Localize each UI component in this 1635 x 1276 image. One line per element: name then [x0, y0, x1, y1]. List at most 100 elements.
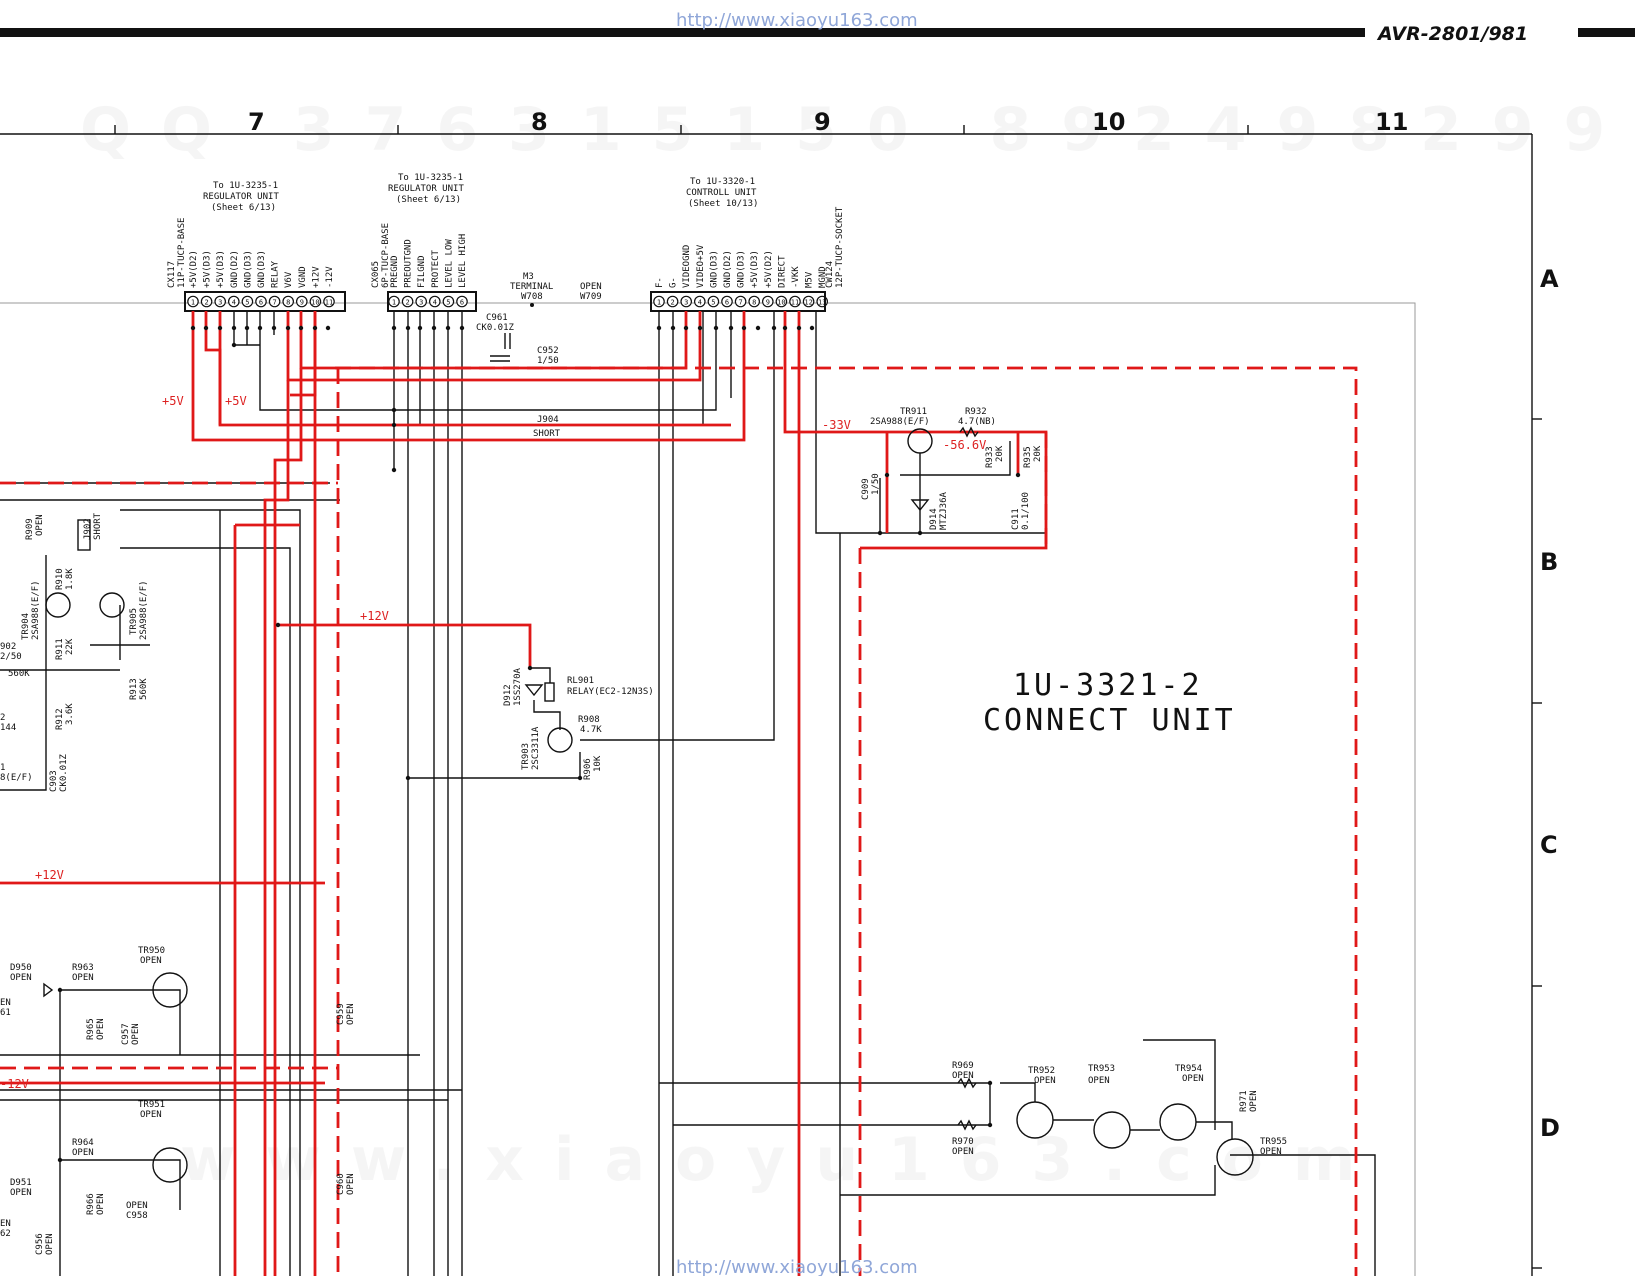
svg-text:3.6K: 3.6K — [65, 703, 75, 725]
svg-text:2SA988(E/F): 2SA988(E/F) — [139, 580, 149, 640]
connector-cw124[interactable]: To 1U-3320-1 CONTROLL UNIT (Sheet 10/13)… — [650, 177, 845, 312]
cw124-pin-12 — [802, 295, 815, 308]
cx117-type: 11P-TUCP-BASE — [177, 218, 187, 288]
svg-text:TR955: TR955 — [1260, 1137, 1287, 1147]
cw124-pin-6 — [721, 295, 733, 308]
svg-text:RELAY(EC2-12N3S): RELAY(EC2-12N3S) — [567, 687, 654, 697]
junction-dot — [884, 472, 890, 478]
svg-text:C957: C957 — [121, 1023, 131, 1045]
junction-dot — [190, 325, 196, 331]
svg-text:TR953: TR953 — [1088, 1064, 1115, 1074]
svg-text:OPEN: OPEN — [72, 973, 94, 983]
board-title: 1U-3321-2 CONNECT UNIT — [983, 668, 1233, 738]
left-protect-block: R909 OPEN J902 SHORT TR904 2SA988(E/F) R… — [0, 512, 149, 792]
cx117-pin-number: 7 — [272, 299, 276, 307]
svg-text:R909: R909 — [25, 518, 35, 540]
cw124-pin-7 — [734, 295, 747, 308]
voltage-neg33v: -33V — [822, 418, 851, 432]
svg-text:62: 62 — [0, 1229, 11, 1239]
svg-text:1: 1 — [0, 763, 5, 773]
junction-dot — [713, 325, 719, 331]
junction-dot — [405, 325, 411, 331]
cw124-pin-label: F- — [655, 277, 665, 288]
cw124-pin-2 — [666, 295, 679, 308]
voltage-neg56v: -56.6V — [943, 438, 986, 452]
cx065-pin-label: FILGND — [417, 255, 427, 288]
svg-text:OPEN: OPEN — [10, 973, 32, 983]
cx117-pin-label: +5V(D3) — [203, 250, 213, 288]
svg-text:EN: EN — [0, 998, 11, 1008]
cx065-dest-1: To 1U-3235-1 — [398, 173, 463, 183]
cw124-type: 12P-TUCP-SOCKET — [835, 206, 845, 288]
url-top[interactable]: http://www.xiaoyu163.com — [676, 10, 918, 31]
junction-dot — [298, 325, 304, 331]
junction-dot — [782, 325, 788, 331]
svg-text:1.8K: 1.8K — [65, 568, 75, 590]
cx117-pin-1 — [187, 295, 199, 308]
junction-dot — [987, 1122, 993, 1128]
cx117-pin-number: 11 — [325, 299, 333, 307]
cx065-pin-number: 3 — [419, 299, 423, 307]
cx117-ref: CX117 — [167, 261, 177, 288]
svg-text:R912: R912 — [55, 708, 65, 730]
c961: C961 CK0.01Z — [476, 313, 515, 349]
svg-text:TERMINAL: TERMINAL — [510, 282, 553, 292]
cx065-pin-3 — [415, 295, 427, 308]
junction-dot — [1015, 472, 1021, 478]
junction-dot — [244, 325, 250, 331]
svg-text:1/50: 1/50 — [537, 356, 559, 366]
cx065-type: 6P-TUCP-BASE — [381, 223, 391, 288]
connector-cx065[interactable]: To 1U-3235-1 REGULATOR UNIT (Sheet 6/13)… — [371, 173, 477, 312]
svg-text:J904: J904 — [537, 415, 559, 425]
cx065-dest-2: REGULATOR UNIT — [388, 184, 464, 194]
cw124-pin-number: 1 — [657, 299, 661, 307]
cx117-pin-7 — [268, 295, 281, 308]
svg-text:OPEN: OPEN — [952, 1071, 974, 1081]
svg-text:560K: 560K — [8, 669, 30, 679]
cw124-pin-label: M5V — [805, 271, 815, 288]
cx117-pin-label: +5V(D2) — [189, 250, 199, 288]
junction-dot — [257, 325, 263, 331]
cw124-pin-label: +5V(D2) — [764, 250, 774, 288]
cx065-pin-number: 1 — [392, 299, 396, 307]
svg-text:1/50: 1/50 — [871, 473, 881, 495]
lower-left-open-parts: D950 OPEN R963 OPEN TR950 OPEN R965 OPEN… — [0, 946, 356, 1255]
svg-text:OPEN: OPEN — [96, 1193, 106, 1215]
col-label-7: 7 — [248, 108, 265, 136]
junction-dot — [697, 325, 703, 331]
junction-dot — [459, 325, 465, 331]
cx065-pin-number: 5 — [446, 299, 450, 307]
cw124-pin-5 — [707, 295, 720, 308]
svg-text:M3: M3 — [523, 272, 534, 282]
voltage-12v-b: +12V — [35, 868, 64, 882]
cx117-pin-label: GND(D2) — [230, 250, 240, 288]
svg-text:C961: C961 — [486, 313, 508, 323]
cx117-pin-number: 1 — [191, 299, 195, 307]
svg-text:R965: R965 — [86, 1018, 96, 1040]
cx117-pin-number: 6 — [259, 299, 263, 307]
header-bar-left — [0, 28, 1365, 37]
svg-text:4.7(NB): 4.7(NB) — [958, 417, 996, 427]
junction-dot — [405, 775, 411, 781]
cx117-pin-label: V6V — [284, 271, 294, 288]
cw124-pin-label: VIDEO+5V — [696, 244, 706, 288]
svg-text:10K: 10K — [593, 755, 603, 772]
svg-text:C958: C958 — [126, 1211, 148, 1221]
cx065-dest-3: (Sheet 6/13) — [396, 195, 461, 205]
cw124-pin-9 — [761, 295, 774, 308]
svg-text:D951: D951 — [10, 1178, 32, 1188]
url-bottom[interactable]: http://www.xiaoyu163.com — [676, 1257, 918, 1276]
cx065-pin-2 — [401, 295, 414, 308]
cw124-pin-number: 8 — [752, 299, 756, 307]
pcb-outline — [0, 302, 1416, 1276]
svg-text:OPEN: OPEN — [1260, 1147, 1282, 1157]
junction-dot — [656, 325, 662, 331]
junction-dot — [275, 622, 281, 628]
junction-dot — [312, 325, 318, 331]
svg-text:D950: D950 — [10, 963, 32, 973]
cw124-pin-number: 4 — [698, 299, 702, 307]
cw124-dest-1: To 1U-3320-1 — [690, 177, 755, 187]
model-number: AVR-2801/981 — [1376, 23, 1528, 45]
svg-text:R910: R910 — [55, 568, 65, 590]
connector-cx117[interactable]: To 1U-3235-1 REGULATOR UNIT (Sheet 6/13)… — [167, 181, 346, 312]
